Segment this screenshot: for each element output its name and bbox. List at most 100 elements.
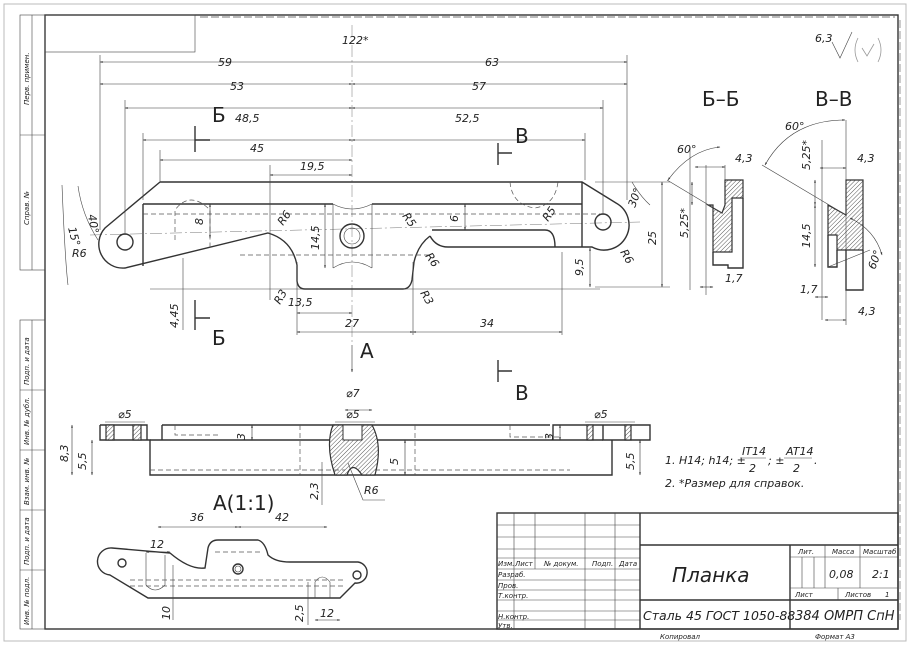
label-roughness-value: 6,3 <box>815 32 833 45</box>
main-view <box>89 25 670 345</box>
designation: 384 ОМРП СпН <box>795 609 895 624</box>
view-a: А(1:1) 36 42 12 10 2,5 12 <box>96 491 368 625</box>
label-dims-h8-3: 8,3 <box>58 445 71 463</box>
label-dims-bb-1-7: 1,7 <box>725 272 743 285</box>
label-sections-a-view: А(1:1) <box>213 491 274 515</box>
label-dims-vv-5-25: 5,25* <box>800 140 813 170</box>
label-dims-f5: ⌀5 <box>118 408 132 421</box>
label-dims-h2-3: 2,3 <box>308 483 321 501</box>
strip-label: Инв. № подл. <box>23 577 31 625</box>
section-vv: В–В 4,3 5,25* 14,5 1,7 4,3 60° 60° <box>761 87 885 325</box>
surface-roughness-symbol: 6,3 <box>815 31 882 63</box>
label-notes-2: 2 <box>749 462 756 475</box>
label-dims-r6: R6 <box>72 247 87 260</box>
title-block: Изм. Лист № докум. Подп. Дата Разраб. Пр… <box>496 512 899 641</box>
label-title-block-lit-label: Лит. <box>797 548 814 556</box>
label-dims-bb-4-3: 4,3 <box>735 152 753 165</box>
label-dims-d6: 6 <box>448 215 461 222</box>
right-hole <box>594 213 612 231</box>
label-title-block-rows-4: Утв. <box>498 622 513 630</box>
label-title-block-rows-1: Пров. <box>498 582 518 590</box>
label-dims-h5-5: 5,5 <box>624 453 637 471</box>
label-dims-a2-5: 2,5 <box>293 605 306 623</box>
label-dims-a36: 36 <box>190 511 204 524</box>
label-dims-d45: 45 <box>250 142 264 155</box>
label-sections-bb: Б–Б <box>702 87 739 111</box>
label-sections-b: Б <box>212 103 226 127</box>
label-dims-a12: 12 <box>320 607 334 620</box>
top-left-box <box>44 14 196 53</box>
outer-frame <box>3 3 907 642</box>
label-title-block-sheets-value: 1 <box>885 591 889 599</box>
label-notes-6: . <box>814 454 818 467</box>
label-sections-b: Б <box>212 326 226 350</box>
label-title-block-col-headers-3: Подп. <box>592 560 613 568</box>
label-dims-a15: 15° <box>65 225 83 247</box>
label-dims-d48-5: 48,5 <box>235 112 260 125</box>
label-sections-v: В <box>515 381 529 405</box>
label-sections-vv: В–В <box>815 87 852 111</box>
section-bb: Б–Б 4,3 5,25* 1,7 60° <box>666 87 753 295</box>
center-hole <box>339 223 365 249</box>
side-strip: Перв. примен. Справ. № Подп. и дата Инв.… <box>19 14 46 630</box>
label-title-block-rows-3: Н.контр. <box>498 613 529 621</box>
strip-label: Подп. и дата <box>23 337 31 385</box>
label-title-block-col-headers-1: Лист <box>514 560 534 568</box>
label-dims-a42: 42 <box>275 511 289 524</box>
label-title-block-col-headers-2: № докум. <box>543 560 579 568</box>
label-dims-a30: 30° <box>626 186 645 209</box>
label-notes-7: 2. *Размер для справок. <box>665 477 804 490</box>
label-title-block-mass-label: Масса <box>832 548 854 556</box>
label-title-block-sheet-label: Лист <box>794 591 814 599</box>
label-notes-5: 2 <box>793 462 800 475</box>
label-sections-v: В <box>515 124 529 148</box>
label-sections-a: А <box>360 339 374 363</box>
material: Сталь 45 ГОСТ 1050-88 <box>643 608 795 623</box>
label-notes-0: 1. H14; h14; ± <box>665 454 746 467</box>
label-dims-a12: 12 <box>150 538 164 551</box>
label-dims-a10: 10 <box>160 606 173 620</box>
label-dims-r5: R5 <box>540 204 559 223</box>
label-dims-vv-1-7: 1,7 <box>800 283 818 296</box>
label-title-block-mass-value: 0,08 <box>829 568 854 581</box>
left-hole <box>116 233 134 251</box>
label-dims-r6: R6 <box>364 484 379 497</box>
label-dims-vv-60a: 60° <box>785 120 805 133</box>
label-dims-vv-60b: 60° <box>866 248 885 271</box>
label-dims-d14-5: 14,5 <box>309 226 322 251</box>
label-dims-h3: 3 <box>235 433 248 440</box>
label-dims-h5: 5 <box>388 458 401 465</box>
bottom-view: ⌀7 ⌀5 ⌀5 ⌀5 8,3 5,5 5,5 3 3 5 2,3 R6 <box>58 387 651 505</box>
strip-label: Взам. инв. № <box>23 457 31 505</box>
label-title-block-format: Формат А3 <box>815 633 855 641</box>
label-dims-r3: R3 <box>271 287 290 306</box>
label-dims-r5: R5 <box>400 210 419 229</box>
label-title-block-scale-label: Масштаб <box>863 548 897 556</box>
label-dims-d25: 25 <box>646 231 659 245</box>
label-dims-d19-5: 19,5 <box>300 160 325 173</box>
label-dims-vv-14-5: 14,5 <box>800 224 813 249</box>
label-dims-d34: 34 <box>480 317 494 330</box>
label-dims-vv-4-3b: 4,3 <box>858 305 876 318</box>
strip-label: Справ. № <box>23 191 31 225</box>
label-dims-f5: ⌀5 <box>594 408 608 421</box>
label-dims-bb-5-25: 5,25* <box>678 208 691 238</box>
label-dims-d53: 53 <box>230 80 244 93</box>
label-dims-r6: R6 <box>423 250 442 269</box>
part-name: Планка <box>672 563 750 587</box>
strip-label: Подп. и дата <box>23 517 31 565</box>
label-title-block-copied: Копировал <box>660 633 701 641</box>
section-markers: Б Б В В А <box>194 103 529 405</box>
label-dims-r3: R3 <box>417 288 436 307</box>
label-dims-f7: ⌀7 <box>346 387 360 400</box>
label-dims-d4-45: 4,45 <box>168 304 181 329</box>
label-dims-h5-5: 5,5 <box>76 453 89 471</box>
label-dims-d57: 57 <box>472 80 486 93</box>
label-dims-a40: 40° <box>85 213 101 234</box>
label-notes-4: AT14 <box>785 445 813 458</box>
technical-notes: 1. H14; h14; ± IT14 2 ; ± AT14 2 . 2. *Р… <box>665 445 818 490</box>
label-notes-3: ; ± <box>768 454 784 467</box>
label-dims-d8: 8 <box>193 218 206 225</box>
label-dims-f5: ⌀5 <box>346 408 360 421</box>
